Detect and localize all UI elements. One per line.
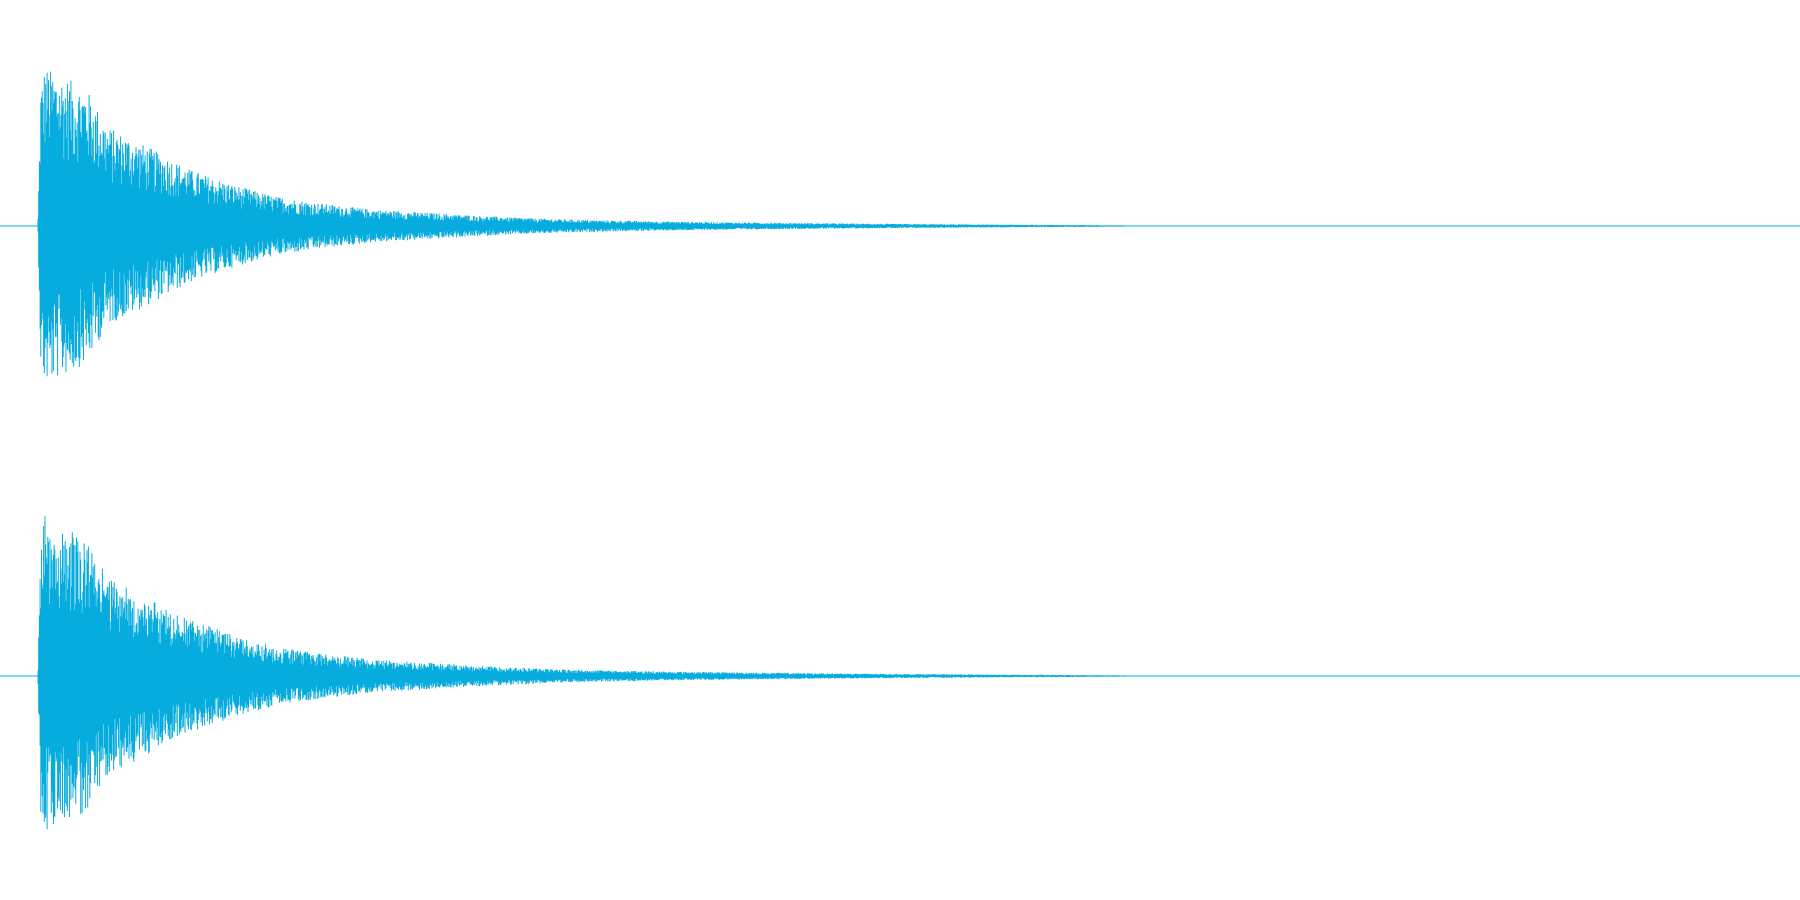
channel-2-waveform xyxy=(0,516,1800,830)
channel-1-core xyxy=(38,154,1150,298)
channel-2-core xyxy=(38,604,1150,748)
channel-1-waveform xyxy=(0,71,1800,377)
